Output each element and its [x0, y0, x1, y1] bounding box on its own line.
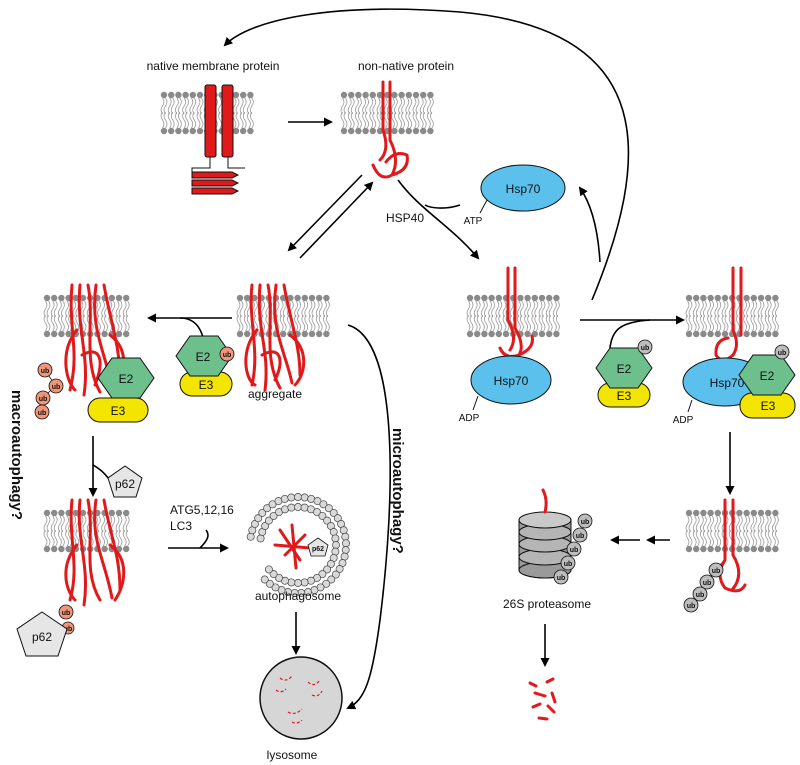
native-membrane-protein	[191, 84, 245, 195]
svg-text:Hsp70: Hsp70	[710, 376, 745, 390]
peptide-fragments	[528, 677, 557, 721]
svg-text:ub: ub	[696, 592, 705, 599]
svg-text:E3: E3	[761, 399, 776, 413]
svg-text:ub: ub	[778, 350, 787, 357]
svg-text:ub: ub	[223, 352, 232, 359]
lc3-label: LC3	[170, 519, 192, 533]
arrow-refold-return	[223, 8, 630, 301]
svg-text:ub: ub	[570, 547, 579, 554]
arrow-to-hsp70-atp	[578, 186, 601, 263]
arrow-hsp40	[397, 179, 480, 260]
ubiquitin-gray	[637, 339, 653, 355]
hsp70-bound-protein	[498, 266, 534, 358]
aggregate-protein	[244, 283, 306, 392]
arrow-microautophagy	[346, 324, 391, 710]
svg-text:p62: p62	[312, 546, 324, 553]
svg-text:E3: E3	[199, 378, 214, 392]
arrow-to-aggregate	[287, 174, 363, 252]
autophagosome	[246, 493, 350, 597]
lipid-bilayer	[340, 91, 435, 135]
svg-text:E2: E2	[119, 372, 134, 386]
non-native-protein-label: non-native protein	[358, 59, 454, 73]
hsp70-atp-label: Hsp70	[506, 182, 541, 196]
arrow-from-aggregate	[299, 181, 374, 259]
hsp70-atp-ellipse	[480, 164, 566, 212]
lipid-bilayer	[43, 294, 130, 338]
non-native-protein	[371, 80, 409, 179]
svg-text:ub: ub	[38, 410, 47, 417]
svg-text:p62: p62	[32, 630, 52, 644]
p62-bound-aggregate	[64, 498, 126, 607]
svg-text:E3: E3	[617, 389, 632, 403]
svg-text:E2: E2	[617, 362, 632, 376]
lysosome-fragments	[275, 675, 323, 724]
autophagosome-label: autophagosome	[255, 589, 341, 603]
svg-text:ub: ub	[712, 568, 721, 575]
lysosome	[259, 656, 343, 740]
adp-label: ADP	[459, 413, 480, 424]
svg-text:ub: ub	[41, 368, 50, 375]
aggregate-label: aggregate	[248, 387, 302, 401]
microautophagy-label: microautophagy?	[389, 428, 406, 554]
hsp70-e2-e3-complex	[714, 266, 743, 362]
svg-text:ub: ub	[687, 603, 696, 610]
svg-text:E3: E3	[111, 404, 126, 418]
e2-feed	[609, 319, 651, 349]
macroautophagy-label: macroautophagy?	[8, 390, 25, 520]
proteasome-label: 26S proteasome	[503, 597, 591, 611]
svg-text:E2: E2	[760, 369, 775, 383]
svg-text:E2: E2	[196, 350, 211, 364]
ubiquitin-salmon	[219, 346, 235, 362]
hsp70-adp-ellipse	[470, 355, 552, 405]
svg-text:p62: p62	[115, 477, 135, 491]
atg-label: ATG5,12,16	[170, 503, 234, 517]
p62-free	[107, 465, 143, 498]
lysosome-label: lysosome	[267, 748, 318, 762]
svg-text:ub: ub	[703, 580, 712, 587]
native-protein-label: native membrane protein	[147, 59, 280, 73]
ub-chain-right: ub ub ub ub	[683, 562, 724, 613]
p62-bound	[16, 611, 68, 657]
e2-enzyme-bound	[97, 357, 155, 399]
membranes	[43, 91, 780, 553]
ubiquitin-gray	[774, 344, 790, 360]
svg-text:ub: ub	[64, 626, 73, 633]
atg-feed	[199, 529, 209, 549]
svg-text:ub: ub	[576, 533, 585, 540]
svg-text:ub: ub	[564, 561, 573, 568]
ub-chain-left: ub ub ub ub	[34, 362, 64, 420]
svg-text:ub: ub	[641, 345, 650, 352]
hsp40-label: HSP40	[386, 211, 424, 225]
svg-text:ub: ub	[557, 575, 566, 582]
svg-text:ub: ub	[39, 396, 48, 403]
svg-text:ADP: ADP	[673, 415, 694, 426]
e2-enzyme-left-free	[175, 335, 233, 377]
hsp40-feed	[424, 204, 461, 209]
hsp70-adp-label: Hsp70	[494, 374, 529, 388]
atp-label: ATP	[464, 216, 483, 227]
ub-chain-proteasome: ub ub ub ub ub	[553, 513, 593, 585]
lipid-bilayer	[43, 509, 130, 553]
svg-text:ub: ub	[62, 610, 71, 617]
svg-text:ub: ub	[581, 519, 590, 526]
autophagosome-cargo: p62	[273, 523, 329, 570]
svg-text:ub: ub	[52, 384, 61, 391]
